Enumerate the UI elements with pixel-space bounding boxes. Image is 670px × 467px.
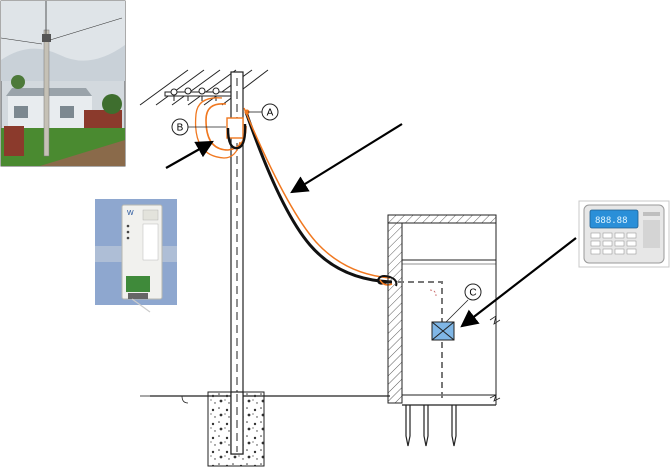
pole-foundation [207, 391, 265, 467]
callout-a-label: A [267, 108, 274, 119]
svg-text:W: W [127, 210, 134, 217]
pole-meter-box [194, 97, 247, 159]
callout-b: B [171, 118, 226, 136]
arrow-to-indoor-box [460, 237, 577, 328]
building-section [387, 214, 501, 447]
display-unit-photo: 888.88 [578, 200, 670, 268]
arrow-to-service-cable [290, 123, 403, 194]
callout-c-label: C [469, 288, 476, 299]
callout-a: A [248, 103, 279, 121]
callout-b-label: B [177, 123, 184, 134]
callout-c: C [445, 283, 482, 323]
indoor-meter-box [431, 321, 455, 341]
site-photo [0, 0, 126, 167]
overhead-lines [139, 69, 269, 106]
ground-line [140, 395, 390, 404]
meter-device-photo: W [95, 199, 177, 313]
service-drop-cable [243, 107, 398, 287]
arrow-to-pole-meter [165, 140, 214, 169]
lcd-reading: 888.88 [595, 216, 628, 226]
